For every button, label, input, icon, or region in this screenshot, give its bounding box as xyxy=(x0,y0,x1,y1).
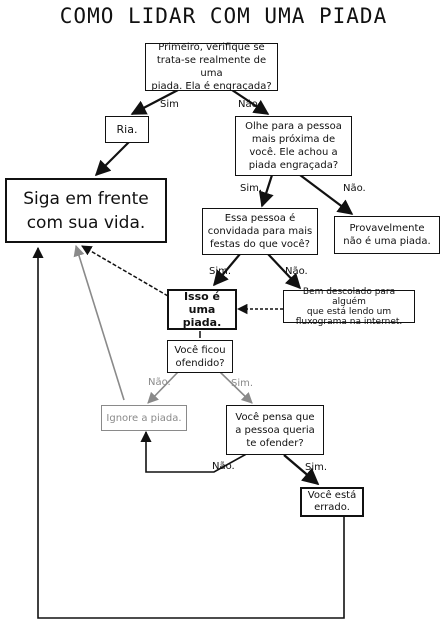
arrow-ofendido-to-ignore xyxy=(147,371,179,404)
arrow-pensa-to-ignore xyxy=(140,430,251,473)
page-title: COMO LIDAR COM UMA PIADA xyxy=(59,4,388,28)
arrow-pensa-to-errado xyxy=(283,454,320,486)
arrow-ofendido-to-pensa xyxy=(219,371,253,404)
edge-label-festas-sim: Sim. xyxy=(209,266,232,277)
edge-label-pensa-nao: Não. xyxy=(212,461,235,472)
arrow-ignore-to-siga xyxy=(73,244,125,401)
edge-label-ofendido-nao: Não. xyxy=(148,377,171,388)
node-isso-e-uma-piada: Isso é uma piada. xyxy=(167,289,237,330)
edge-label-start-sim: Sim xyxy=(160,99,179,110)
node-ofendido-question: Você ficou ofendido? xyxy=(167,340,233,373)
node-olhe-para-a-pessoa: Olhe para a pessoa mais próxima de você.… xyxy=(235,116,352,176)
edge-label-festas-nao: Não. xyxy=(285,266,308,277)
edge-label-ofendido-sim: Sim. xyxy=(231,378,254,389)
arrow-start-to-ria xyxy=(130,89,179,115)
node-ria: Ria. xyxy=(105,116,149,143)
node-pensa-question: Você pensa que a pessoa queria te ofende… xyxy=(226,405,324,455)
edge-label-start-nao: Não xyxy=(238,99,258,110)
arrow-errado-to-siga xyxy=(32,246,345,619)
arrow-festas-to-isso xyxy=(213,253,241,287)
arrow-olhe-to-provavelmente xyxy=(299,174,354,215)
arrow-olhe-to-festas xyxy=(258,174,274,208)
arrow-festas-to-descolado xyxy=(267,253,302,290)
edge-label-pensa-sim: Sim. xyxy=(305,462,328,473)
node-start-question: Primeiro, verifique se trata-se realment… xyxy=(145,42,278,92)
edge-label-olhe-nao: Não. xyxy=(343,183,366,194)
node-festas-question: Essa pessoa é convidada para mais festas… xyxy=(202,208,318,255)
arrow-start-to-olhe xyxy=(231,89,270,115)
arrow-isso-to-siga xyxy=(81,245,169,297)
node-provavelmente: Provavelmente não é uma piada. xyxy=(334,216,440,254)
node-descolado: Bem descolado para alguém que está lendo… xyxy=(283,287,415,327)
arrow-ria-to-siga xyxy=(94,140,131,177)
node-voce-esta-errado: Você está errado. xyxy=(300,487,364,517)
node-siga-em-frente: Siga em frente com sua vida. xyxy=(5,178,167,243)
edge-label-olhe-sim: Sim. xyxy=(240,183,263,194)
node-ignore-a-piada: Ignore a piada. xyxy=(101,405,187,431)
